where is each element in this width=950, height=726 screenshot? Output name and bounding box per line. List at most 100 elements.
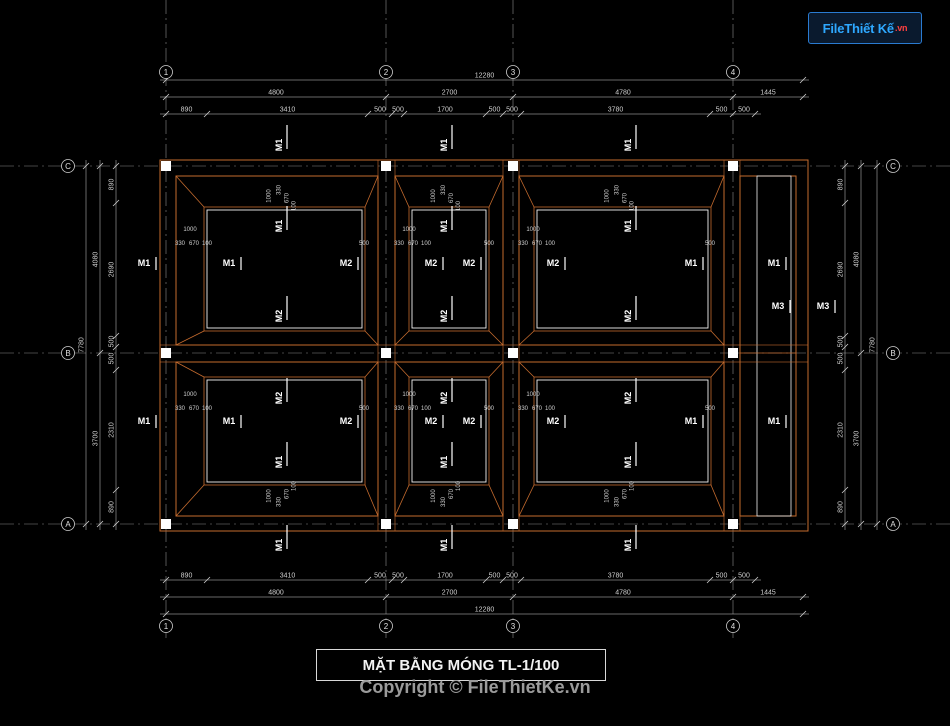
dim-top-spans-text-1: 2700 bbox=[442, 90, 458, 97]
dim-top-segments-text-1: 3410 bbox=[280, 107, 296, 114]
cell-1-detail-h1: 1000 bbox=[183, 227, 197, 233]
dim-bottom-spans-text-2: 4780 bbox=[615, 590, 631, 597]
dim-top-segments-text-2: 500 bbox=[374, 107, 386, 114]
dim-left-segments-text-0: 890 bbox=[109, 179, 116, 191]
mark-m1-mid2-0-text: M1 bbox=[274, 456, 284, 469]
dim-top-spans-text-3: 1445 bbox=[760, 90, 776, 97]
cell-6-detail-h4: 100 bbox=[545, 406, 556, 412]
dim-bottom-spans-text-0: 4800 bbox=[268, 590, 284, 597]
mark-h-9-text: M1 bbox=[223, 416, 236, 426]
pillar-1-B bbox=[161, 348, 171, 358]
footing-cell-4-outer bbox=[175, 361, 379, 517]
cell-1-detail-v2: 330 bbox=[277, 184, 283, 195]
footing-cell-1-corner-3 bbox=[364, 330, 379, 346]
pillar-1-A bbox=[161, 519, 171, 529]
dim-bottom-segments-tick-5 bbox=[482, 576, 490, 584]
brand-logo: FileThiết Kế.vn bbox=[808, 12, 922, 44]
cell-2-detail-h2: 330 bbox=[394, 241, 405, 247]
dim-top-spans-tick-0 bbox=[162, 93, 170, 101]
dim-left-spans-text-0: 4080 bbox=[93, 252, 100, 268]
footing-cell-1-inner bbox=[206, 209, 363, 329]
dim-top-overall-text-0: 12280 bbox=[475, 73, 495, 80]
dim-bottom-segments-text-8: 500 bbox=[716, 573, 728, 580]
dim-left-segments-text-5: 890 bbox=[109, 501, 116, 513]
cell-1-detail-h4: 100 bbox=[202, 241, 213, 247]
dim-top-segments-tick-1 bbox=[203, 110, 211, 118]
footing-cell-5-inner bbox=[411, 379, 487, 483]
footing-cell-2-corner-1 bbox=[488, 175, 504, 208]
grid-bubble-top-3-label: 3 bbox=[511, 68, 516, 77]
grid-bubble-right-C-label: C bbox=[890, 162, 896, 171]
dim-top-segments-tick-2 bbox=[364, 110, 372, 118]
cell-2-detail-v4: 100 bbox=[456, 200, 462, 211]
cell-1-detail-v3: 670 bbox=[285, 192, 291, 203]
dim-left-spans-tick-2 bbox=[96, 520, 104, 528]
dim-bottom-segments-tick-3 bbox=[388, 576, 396, 584]
dim-right-segments-tick-6 bbox=[841, 520, 849, 528]
dim-top-segments-tick-9 bbox=[729, 110, 737, 118]
dim-bottom-overall-tick-1 bbox=[799, 610, 807, 618]
cell-1-detail-h2: 330 bbox=[175, 241, 186, 247]
dim-bottom-segments-tick-1 bbox=[203, 576, 211, 584]
footing-cell-2-corner-2 bbox=[394, 330, 410, 346]
dim-bottom-segments-tick-0 bbox=[162, 576, 170, 584]
dim-right-segments-tick-4 bbox=[841, 366, 849, 374]
cell-6-detail-v1: 1000 bbox=[605, 489, 611, 503]
tie-beam-vertical-0 bbox=[377, 159, 396, 532]
dim-right-spans-tick-1 bbox=[857, 349, 865, 357]
mark-m1-mid2-1-text: M1 bbox=[439, 456, 449, 469]
mark-m1-bottom-0-text: M1 bbox=[274, 539, 284, 552]
cell-6-detail-h3: 670 bbox=[532, 406, 543, 412]
grid-bubble-top-4-circle bbox=[726, 65, 740, 79]
dim-bottom-segments-text-1: 3410 bbox=[280, 573, 296, 580]
cell-4-detail-h5: 500 bbox=[359, 406, 370, 412]
footing-cell-5-slope bbox=[408, 376, 490, 486]
dim-bottom-spans-text-1: 2700 bbox=[442, 590, 458, 597]
cell-1-detail-v4: 100 bbox=[292, 200, 298, 211]
dim-right-segments-text-4: 2310 bbox=[838, 422, 845, 438]
footing-cell-3-corner-1 bbox=[710, 175, 725, 208]
cell-3-detail-h1: 1000 bbox=[526, 227, 540, 233]
dim-right-overall-tick-1 bbox=[873, 520, 881, 528]
grid-bubble-left-B-label: B bbox=[65, 349, 70, 358]
cell-5-detail-h5: 500 bbox=[484, 406, 495, 412]
mark-m3-left-text: M3 bbox=[772, 301, 785, 311]
dim-right-segments-text-1: 2690 bbox=[838, 262, 845, 278]
dim-top-spans-text-2: 4780 bbox=[615, 90, 631, 97]
dim-top-segments-tick-10 bbox=[751, 110, 759, 118]
pillar-3-C bbox=[508, 161, 518, 171]
cell-5-detail-v4: 100 bbox=[456, 480, 462, 491]
dim-top-spans-text-0: 4800 bbox=[268, 90, 284, 97]
grid-bubble-right-A-circle bbox=[886, 517, 900, 531]
dim-top-segments-text-4: 1700 bbox=[437, 107, 453, 114]
mark-h-2-text: M2 bbox=[340, 258, 353, 268]
pillar-2-B bbox=[381, 348, 391, 358]
dim-top-segments-tick-3 bbox=[388, 110, 396, 118]
dim-bottom-segments-text-3: 500 bbox=[392, 573, 404, 580]
dim-top-segments-text-7: 3780 bbox=[608, 107, 624, 114]
dim-left-spans-tick-0 bbox=[96, 162, 104, 170]
dim-top-segments-text-9: 500 bbox=[738, 107, 750, 114]
cell-2-detail-h1: 1000 bbox=[402, 227, 416, 233]
dim-top-spans-tick-2 bbox=[509, 93, 517, 101]
footing-cell-2-corner-0 bbox=[394, 175, 410, 208]
footing-cell-2-slope bbox=[408, 206, 490, 332]
dim-left-segments-tick-6 bbox=[112, 520, 120, 528]
dim-top-segments-tick-7 bbox=[517, 110, 525, 118]
grid-bubble-bottom-3-label: 3 bbox=[511, 622, 516, 631]
cell-2-detail-v3: 670 bbox=[449, 192, 455, 203]
dim-right-spans-text-1: 3700 bbox=[854, 431, 861, 447]
dim-left-segments-tick-0 bbox=[112, 162, 120, 170]
footing-cell-4-slope bbox=[203, 376, 366, 486]
footing-cell-3-corner-0 bbox=[518, 175, 535, 208]
mark-m1-bottom-2-text: M1 bbox=[623, 539, 633, 552]
mark-h-10-text: M2 bbox=[340, 416, 353, 426]
footing-cell-1-corner-1 bbox=[364, 175, 379, 208]
dim-right-segments-tick-5 bbox=[841, 486, 849, 494]
mark-m1-mid1-2-text: M1 bbox=[623, 220, 633, 233]
cell-4-detail-v2: 330 bbox=[277, 496, 283, 507]
grid-bubble-bottom-4-label: 4 bbox=[731, 622, 736, 631]
drawing-title: MẶT BẰNG MÓNG TL-1/100 bbox=[316, 649, 606, 681]
dimension-lines: 12280 4800 2700 4780 1445 890 3410 500 500 1700 50… bbox=[79, 73, 881, 618]
